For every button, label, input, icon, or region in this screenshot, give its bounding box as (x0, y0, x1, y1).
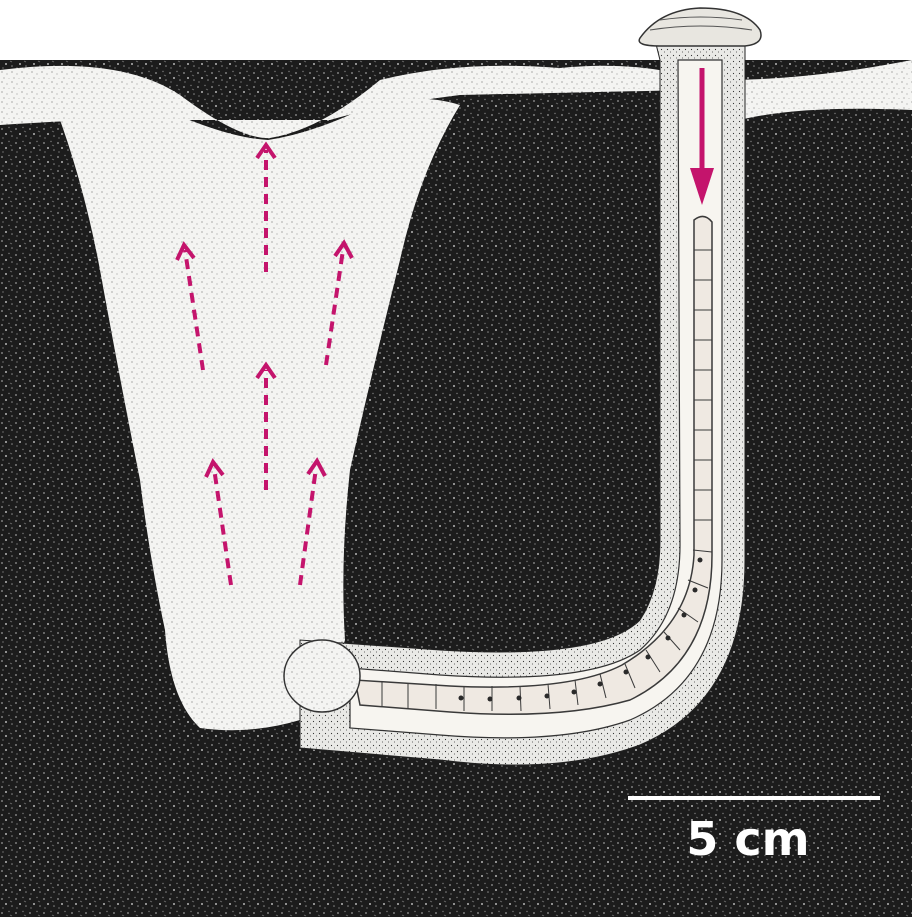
worm-head (284, 640, 360, 712)
scale-bar-label: 5 cm (686, 812, 809, 866)
surface-mound (639, 8, 761, 46)
